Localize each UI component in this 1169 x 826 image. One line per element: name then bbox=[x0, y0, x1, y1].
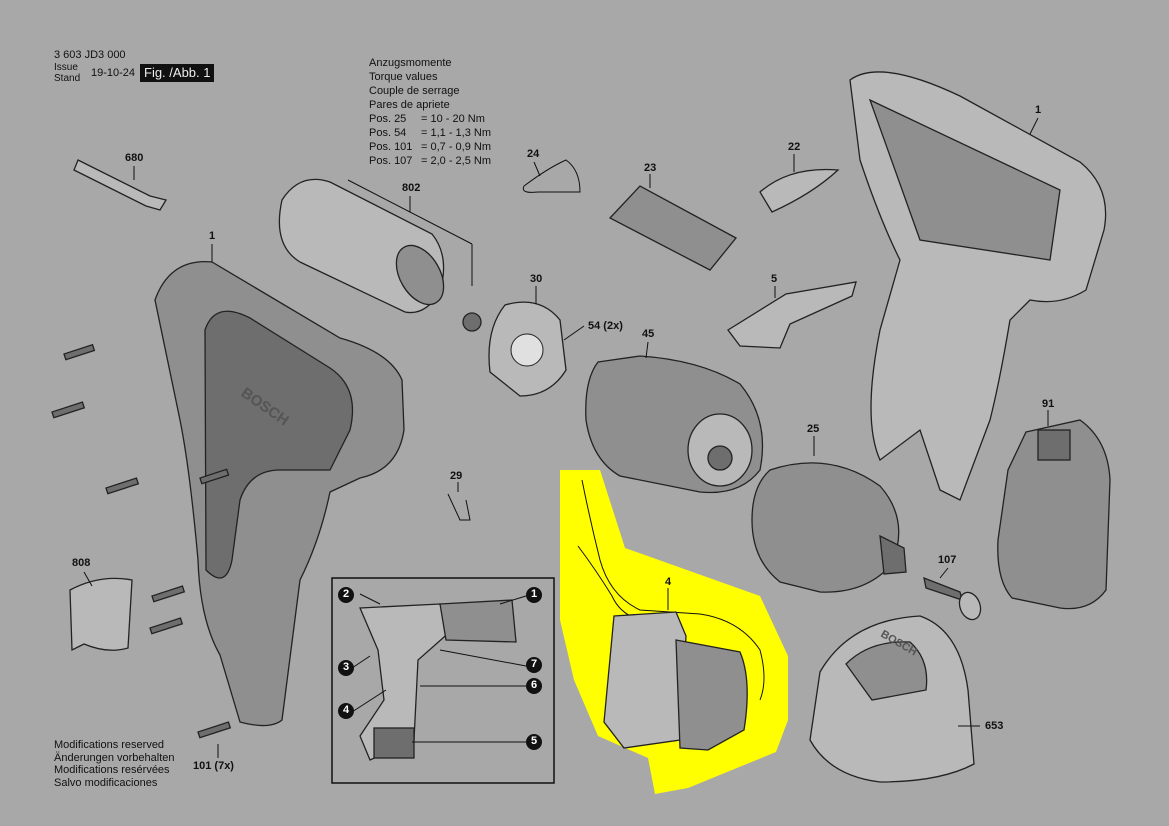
label-24: 24 bbox=[527, 148, 540, 160]
label-22: 22 bbox=[788, 141, 801, 153]
doc-number: 3 603 JD3 000 bbox=[54, 49, 126, 61]
torque-title-en: Torque values bbox=[369, 71, 438, 83]
chuck-part-25 bbox=[751, 462, 907, 593]
label-23: 23 bbox=[644, 162, 657, 174]
label-25: 25 bbox=[807, 423, 820, 435]
left-housing-part-1: BOSCH bbox=[154, 261, 405, 727]
label-4: 4 bbox=[665, 576, 672, 588]
inset-callout-3: 3 bbox=[342, 661, 350, 673]
cap-part-22 bbox=[759, 168, 840, 213]
inset-callout-5: 5 bbox=[530, 735, 538, 747]
motor-part-802 bbox=[278, 178, 473, 314]
electronics-part-4 bbox=[577, 479, 765, 751]
slider-part-5 bbox=[727, 281, 857, 349]
torque-title-de: Anzugsmomente bbox=[369, 57, 452, 69]
label-808: 808 bbox=[72, 557, 91, 569]
label-30: 30 bbox=[530, 273, 543, 285]
inset-callouts bbox=[338, 587, 542, 750]
modifications-notice: Modifications reserved Änderungen vorbeh… bbox=[54, 739, 174, 789]
inset-callout-4: 4 bbox=[342, 704, 350, 716]
label-107: 107 bbox=[938, 554, 957, 566]
screw-part-107 bbox=[923, 576, 982, 621]
torque-row: Pos. 54= 1,1 - 1,3 Nm bbox=[369, 127, 492, 139]
inset-callout-6: 6 bbox=[530, 679, 538, 691]
label-29: 29 bbox=[450, 470, 463, 482]
torque-table: Anzugsmomente Torque values Couple de se… bbox=[369, 56, 491, 168]
torque-title-fr: Couple de serrage bbox=[369, 85, 460, 97]
clip-part-24 bbox=[522, 159, 581, 193]
stand-label: Stand bbox=[54, 73, 81, 84]
modifications-line: Modifications resérvées bbox=[54, 764, 170, 776]
label-802: 802 bbox=[402, 182, 421, 194]
issue-stand-label: Issue Stand bbox=[54, 62, 80, 84]
modifications-line: Salvo modificaciones bbox=[54, 776, 158, 789]
label-5: 5 bbox=[771, 273, 778, 285]
battery-part-91 bbox=[997, 419, 1111, 610]
bit-part-680 bbox=[73, 159, 168, 211]
inset-frame bbox=[331, 577, 555, 784]
switch-part-23 bbox=[608, 185, 737, 271]
label-653: 653 bbox=[985, 720, 1004, 732]
label-1-right: 1 bbox=[1035, 104, 1042, 116]
inset-callout-7: 7 bbox=[530, 658, 538, 670]
label-45: 45 bbox=[642, 328, 655, 340]
torque-row: Pos. 107= 2,0 - 2,5 Nm bbox=[369, 155, 492, 167]
torque-title-es: Pares de apriete bbox=[369, 99, 450, 111]
gearbox-part-45 bbox=[585, 355, 764, 494]
pinion-gear bbox=[462, 312, 482, 332]
charger-part-653: BOSCH bbox=[809, 615, 975, 783]
label-1-left: 1 bbox=[209, 230, 216, 242]
screws-part-101 bbox=[51, 343, 232, 739]
inset-drill bbox=[359, 599, 517, 761]
issue-date: 19-10-24 bbox=[91, 67, 136, 79]
torque-row: Pos. 25= 10 - 20 Nm bbox=[369, 113, 485, 125]
modifications-line: Änderungen vorbehalten bbox=[54, 751, 175, 764]
cover-part-808 bbox=[69, 577, 133, 652]
label-91: 91 bbox=[1042, 398, 1055, 410]
torque-row: Pos. 101= 0,7 - 0,9 Nm bbox=[369, 141, 492, 153]
right-housing-part-1 bbox=[849, 71, 1107, 501]
issue-label: Issue bbox=[54, 62, 78, 73]
clip-part-29 bbox=[447, 493, 471, 521]
label-54: 54 (2x) bbox=[588, 320, 623, 332]
figure-label: Fig. /Abb. 1 bbox=[140, 64, 215, 82]
label-680: 680 bbox=[125, 152, 144, 164]
inset-callout-2: 2 bbox=[342, 588, 350, 600]
label-101: 101 (7x) bbox=[193, 760, 234, 772]
plate-part-30 bbox=[488, 301, 567, 397]
inset-callout-1: 1 bbox=[530, 588, 538, 600]
modifications-line: Modifications reserved bbox=[54, 739, 165, 751]
